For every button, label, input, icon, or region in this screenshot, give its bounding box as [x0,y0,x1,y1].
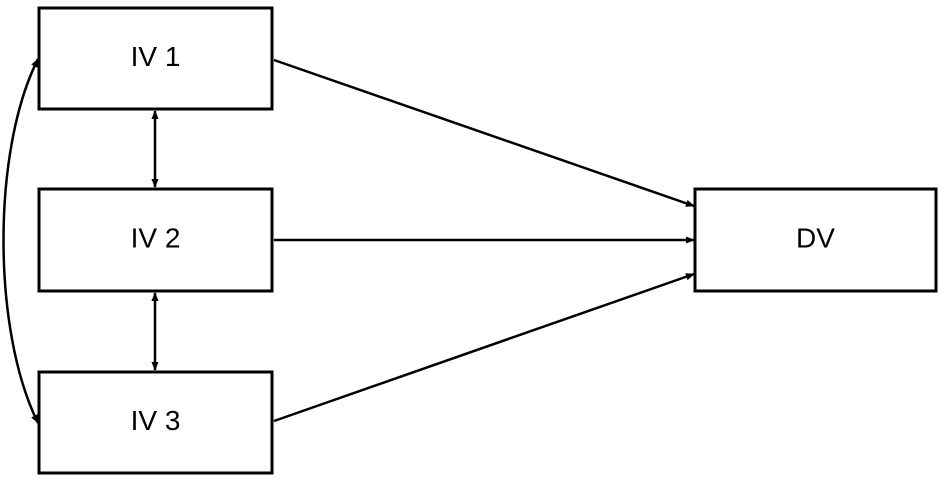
node-dv-box [693,187,938,293]
node-iv2-label: IV 2 [131,222,181,253]
node-iv3-label: IV 3 [131,405,181,436]
node-iv1: IV 1 [37,6,274,111]
node-dv: DV [693,187,938,293]
node-iv2-box [37,187,274,293]
node-dv-label: DV [796,222,835,253]
node-iv1-label: IV 1 [131,41,181,72]
curved-double-arrow-iv1-iv3 [2,58,40,424]
node-iv3: IV 3 [37,370,274,475]
node-iv1-box [37,6,274,111]
node-iv2: IV 2 [37,187,274,293]
node-iv3-box [37,370,274,475]
arrow-iv1-to-dv [273,58,695,208]
arrow-iv3-to-dv [273,272,695,423]
